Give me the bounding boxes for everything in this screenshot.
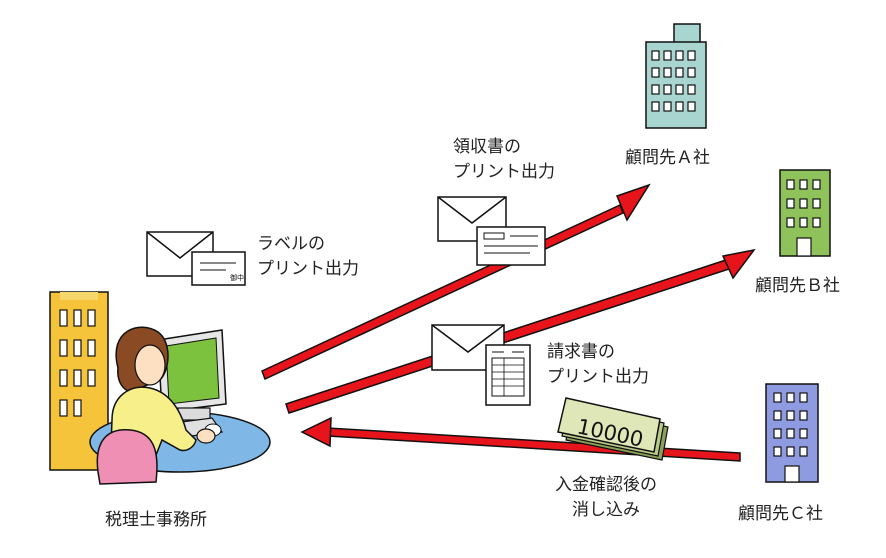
tax-office-illustration <box>49 291 271 485</box>
label-card-mark: 御中 <box>230 273 244 282</box>
address-label-card-icon <box>191 251 246 286</box>
payment-line1: 入金確認後の <box>555 475 657 495</box>
building-company-c <box>765 383 819 483</box>
company-a-name: 顧問先Ａ社 <box>625 148 710 168</box>
building-company-a <box>645 23 707 129</box>
company-c-name: 顧問先Ｃ社 <box>738 504 823 524</box>
arrow-from-company-c <box>300 416 741 462</box>
label-print-line1: ラベルの <box>257 234 325 254</box>
label-print-line2: プリント出力 <box>257 259 359 279</box>
payment-caption: 入金確認後の 消し込み <box>555 473 657 523</box>
label-print-caption: ラベルの プリント出力 <box>257 232 359 282</box>
invoice-document-icon <box>485 344 531 406</box>
receipt-print-caption: 領収書の プリント出力 <box>453 135 555 185</box>
payment-line2: 消し込み <box>572 500 640 520</box>
arrow-to-company-b <box>285 248 756 414</box>
receipt-print-line1: 領収書の <box>453 137 521 157</box>
company-b-name: 顧問先Ｂ社 <box>755 276 840 296</box>
tax-office-name: 税理士事務所 <box>105 510 207 530</box>
invoice-print-line1: 請求書の <box>547 342 615 362</box>
receipt-document-icon <box>476 226 546 266</box>
building-company-b <box>779 169 831 257</box>
receipt-print-line2: プリント出力 <box>453 162 555 182</box>
invoice-print-caption: 請求書の プリント出力 <box>547 340 649 390</box>
invoice-print-line2: プリント出力 <box>547 367 649 387</box>
